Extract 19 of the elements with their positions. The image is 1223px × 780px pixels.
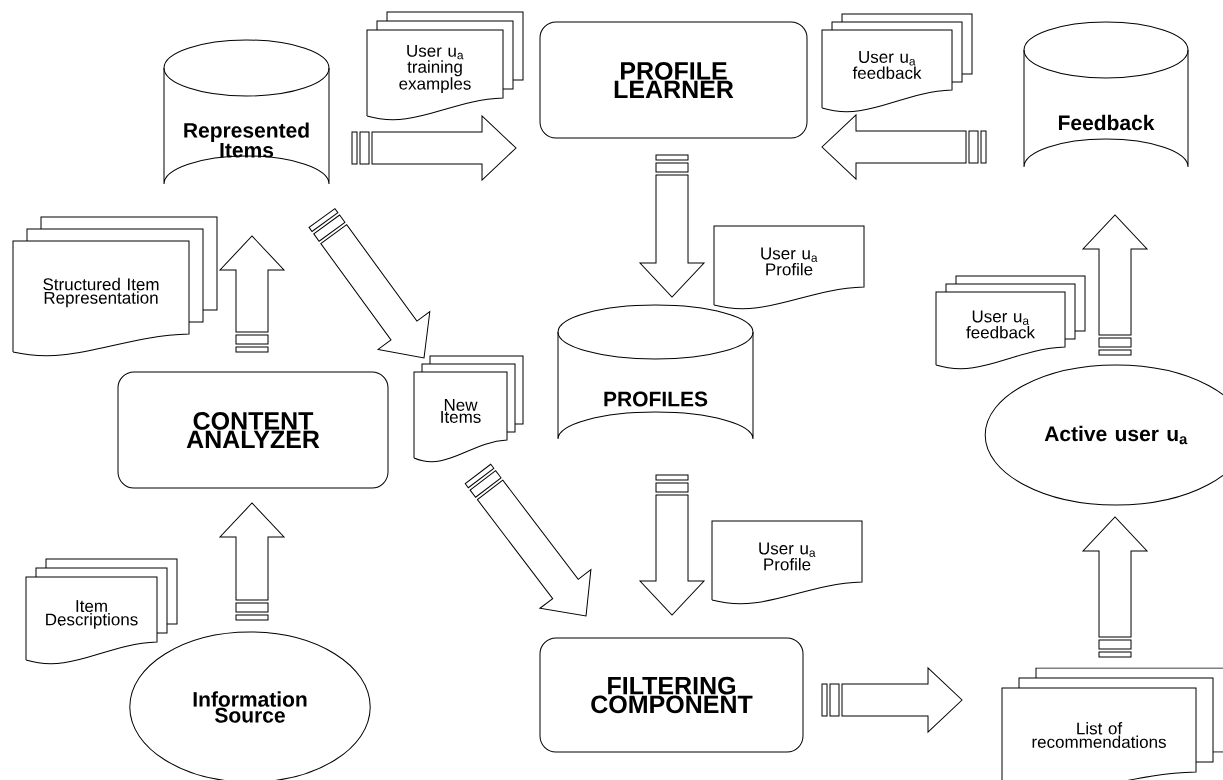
database-cylinder: Feedback <box>1023 21 1189 168</box>
block-arrow <box>1082 214 1148 356</box>
process-box: FILTERING COMPONENT <box>539 637 804 753</box>
block-arrow <box>639 474 705 616</box>
block-arrow <box>351 115 517 181</box>
database-cylinder: Represented Items <box>163 39 330 185</box>
block-arrow <box>821 667 963 733</box>
database-cylinder: PROFILES <box>557 304 754 440</box>
document: User u$_{a}$ Profile <box>711 520 863 605</box>
block-arrow <box>219 235 285 353</box>
block-arrow <box>464 463 592 617</box>
block-arrow <box>308 208 431 359</box>
document: User u$_{a}$ Profile <box>713 225 865 310</box>
process-box: PROFILE LEARNER <box>539 21 808 139</box>
block-arrow <box>821 114 987 180</box>
block-arrow <box>639 154 705 298</box>
process-box: CONTENT ANALYZER <box>117 371 389 489</box>
block-arrow <box>1082 516 1148 658</box>
block-arrow <box>219 502 285 621</box>
